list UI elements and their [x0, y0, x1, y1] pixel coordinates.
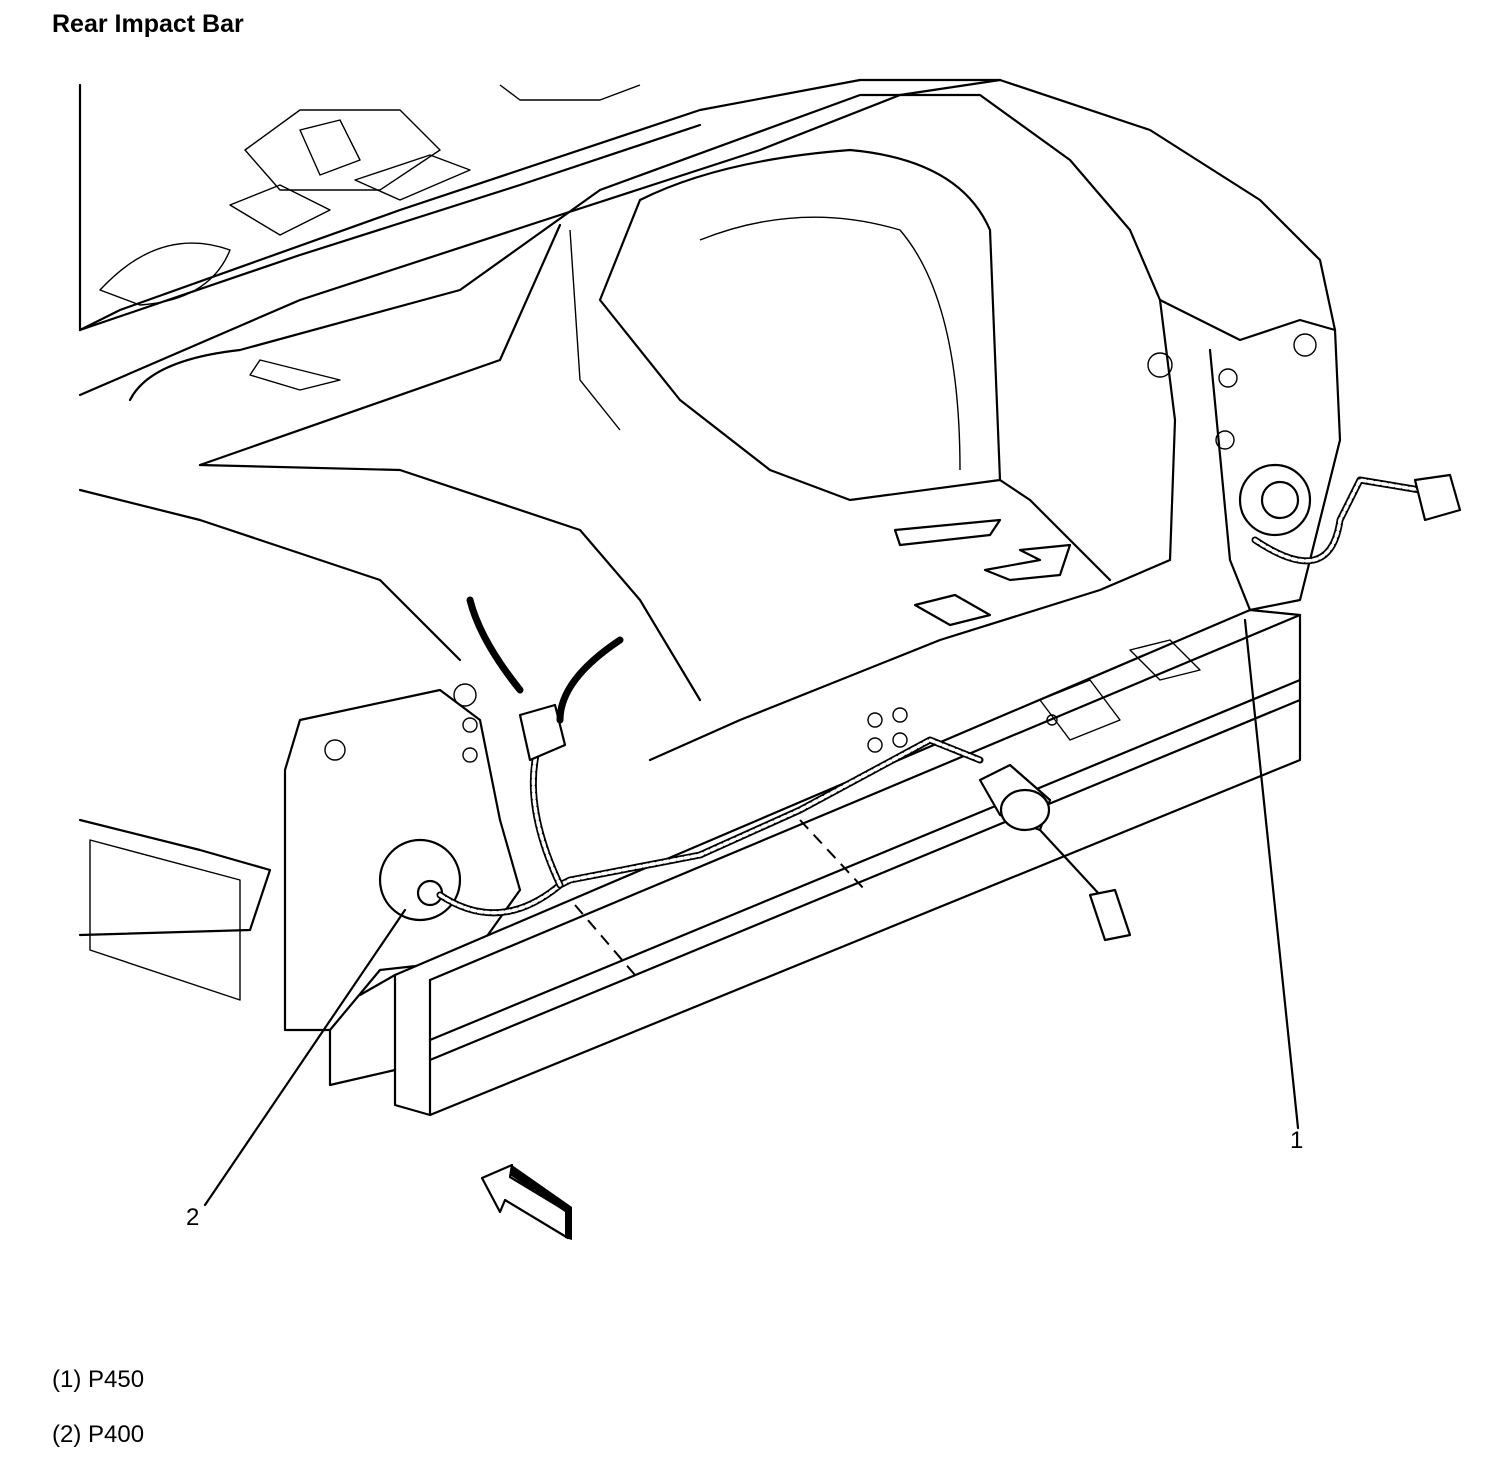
- trunk-compartment: [128, 93, 1177, 762]
- callout-1-label: 1: [1290, 1127, 1304, 1154]
- callout-2-label: 2: [186, 1204, 200, 1231]
- view-direction-arrow-icon: [480, 1163, 572, 1240]
- left-quarter-panel: [78, 488, 522, 1032]
- package-shelf: [78, 78, 1002, 397]
- right-quarter-panel: [998, 78, 1342, 612]
- impact-bar: [328, 608, 1302, 1117]
- diagram-title: Rear Impact Bar: [52, 10, 244, 38]
- legend-item-1: (1) P450: [52, 1366, 145, 1393]
- legend-item-2: (2) P400: [52, 1421, 145, 1448]
- install-line-center: [799, 819, 866, 891]
- install-line-left: [574, 904, 636, 976]
- wiring-harness: [436, 473, 1462, 942]
- callout-2-leader: [203, 908, 407, 1207]
- callout-1-leader: [1243, 618, 1300, 1130]
